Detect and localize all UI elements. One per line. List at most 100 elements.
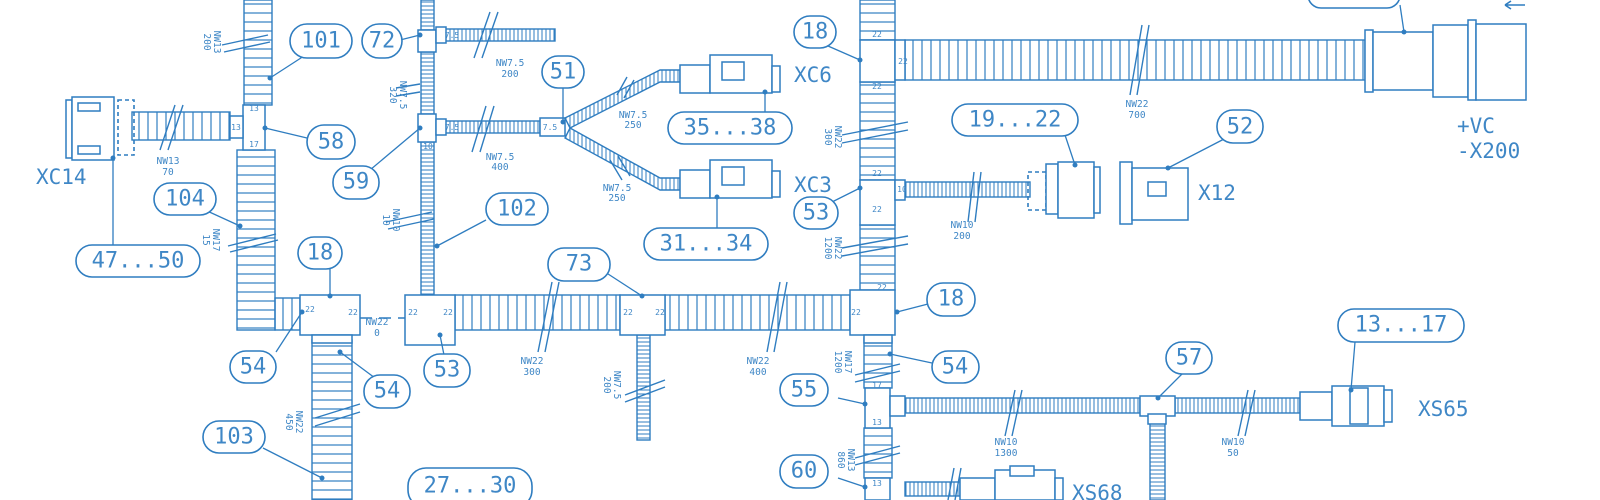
size-label: 17 (872, 381, 882, 390)
callout-55: 55 (779, 373, 868, 407)
cable-type: NW13 (211, 31, 222, 54)
cable-nw17-15 (236, 149, 276, 331)
junction-53-arm (894, 179, 906, 201)
junction-53-right (859, 179, 896, 226)
svg-text:103: 103 (214, 425, 254, 450)
cable-length: 300 (822, 128, 833, 145)
callout-partial-top (1308, 0, 1407, 35)
svg-text:27...30: 27...30 (424, 474, 517, 499)
junction-72-arm (435, 26, 447, 44)
cable-length: 0 (374, 328, 380, 339)
svg-text:52: 52 (1227, 115, 1254, 140)
svg-text:55: 55 (791, 378, 818, 403)
svg-text:73: 73 (566, 252, 593, 277)
cable-length: 250 (608, 193, 625, 204)
cable-type: NW22 (832, 126, 843, 149)
size-label: 7.5 (445, 31, 460, 40)
connector-xc3-shape (679, 159, 781, 199)
cable-type: NW22 (293, 411, 304, 434)
cable-length: 1300 (995, 448, 1018, 459)
size-label: 22 (408, 308, 418, 317)
cable-length: 1200 (822, 237, 833, 260)
svg-text:102: 102 (497, 197, 537, 222)
cable-segments (131, 0, 1366, 500)
connector-xc14-shape (65, 96, 135, 161)
callout-60: 60 (779, 454, 868, 490)
junction-51 (539, 117, 566, 137)
svg-text:47...50: 47...50 (92, 249, 185, 274)
callout-103: 103 (202, 420, 325, 481)
cable-type: NW7.5 (603, 183, 632, 194)
cable-type: NW10 (951, 220, 974, 231)
length-marks (159, 11, 1256, 500)
connector-label-xs65: XS65 (1418, 397, 1469, 421)
size-label: 13 (249, 104, 259, 113)
svg-text:35...38: 35...38 (684, 116, 777, 141)
cable-type: NW17 (210, 229, 221, 252)
size-label: 13 (231, 123, 241, 132)
size-label: 22 (872, 30, 882, 39)
junction-58-arm (229, 115, 244, 139)
callout-19-22: 19...22 (951, 103, 1079, 168)
connector-xc6-shape (679, 54, 781, 94)
cable-nw22-700 (904, 39, 1366, 81)
connector-label-xc3: XC3 (794, 173, 832, 197)
connector-xs65-shape (1299, 385, 1393, 427)
cable-length: 200 (201, 33, 212, 50)
callout-18-left: 18 (297, 236, 343, 299)
svg-text:13...17: 13...17 (1355, 313, 1448, 338)
svg-text:54: 54 (374, 379, 401, 404)
connector-label-xs68: XS68 (1072, 481, 1123, 500)
cable-length: 700 (1128, 110, 1145, 121)
connector-label-xc14: XC14 (36, 165, 87, 189)
cable-type: NW13 (845, 449, 856, 472)
grommet-54-right (863, 334, 893, 344)
callout-58: 58 (262, 124, 356, 160)
cable-nw7.5-200 (444, 28, 556, 42)
size-label: 22 (655, 308, 665, 317)
cable-type: NW7.5 (611, 371, 622, 400)
cable-type: NW7.5 (397, 81, 408, 110)
connector-label-vc: +VC (1457, 114, 1495, 138)
svg-text:51: 51 (550, 60, 577, 85)
size-label: 22 (872, 82, 882, 91)
cable-type: NW10 (1222, 437, 1245, 448)
size-label: 22 (877, 283, 887, 292)
cable-nw13-70 (131, 111, 231, 141)
callout-47-50: 47...50 (75, 155, 201, 278)
cable-type: NW7.5 (486, 152, 515, 163)
connector-label-x12: X12 (1198, 181, 1236, 205)
callout-104: 104 (153, 182, 243, 229)
junction-57-arm (1147, 413, 1167, 425)
cable-xs68 (904, 481, 961, 497)
cable-nw7.5-250-lower (564, 127, 681, 191)
callout-31-34: 31...34 (643, 194, 769, 261)
callout-73: 73 (547, 247, 645, 299)
svg-text:53: 53 (434, 358, 461, 383)
cable-length: 70 (162, 167, 174, 178)
cable-type: NW22 (747, 356, 770, 367)
callout-53-bottom: 53 (423, 332, 471, 388)
callout-54-left: 54 (229, 309, 305, 384)
svg-text:104: 104 (165, 187, 205, 212)
size-label: 22 (872, 205, 882, 214)
size-label: 17 (249, 140, 259, 149)
cable-nw22-400 (664, 294, 851, 331)
svg-text:18: 18 (938, 287, 965, 312)
junctions (229, 26, 1176, 500)
junction-18-top (859, 39, 896, 83)
callout-102: 102 (434, 192, 549, 249)
svg-text:101: 101 (301, 29, 341, 54)
callout-13-17: 13...17 (1337, 308, 1465, 393)
size-label: 22 (348, 308, 358, 317)
callout-51: 51 (541, 55, 585, 125)
connector-x12-plug-shape (1027, 161, 1101, 219)
cable-type: NW10 (995, 437, 1018, 448)
cable-nw10-50 (1174, 397, 1301, 414)
cable-nw22-300 (454, 294, 621, 331)
cable-length: 10 (380, 214, 391, 226)
junction-59-arm (435, 118, 447, 136)
callout-52: 52 (1165, 109, 1264, 171)
callout-57: 57 (1155, 341, 1213, 401)
